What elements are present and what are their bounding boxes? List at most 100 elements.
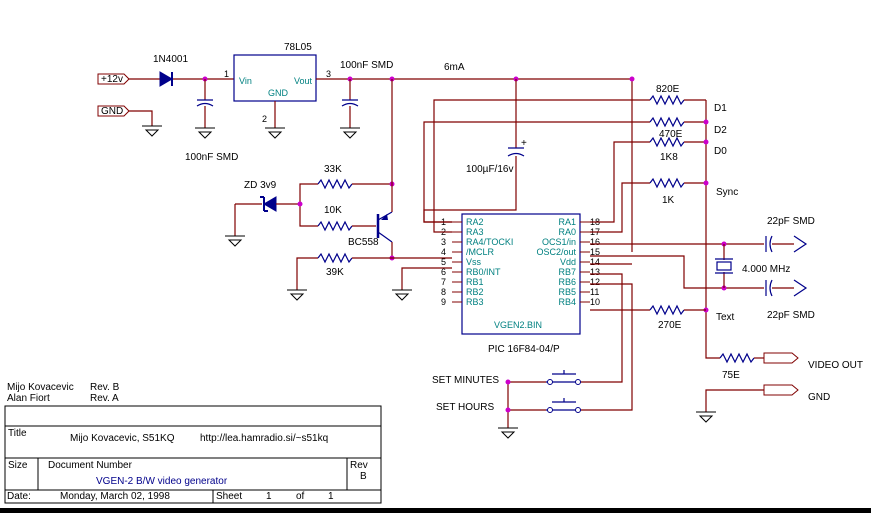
reg-pin3: 3 bbox=[326, 69, 331, 79]
chip-left-pin-name: RA3 bbox=[466, 227, 484, 237]
chip-left-pin-name: RB1 bbox=[466, 277, 484, 287]
tb-title-value: Mijo Kovacevic, S51KQ bbox=[70, 433, 175, 444]
gnd-port-label: GND bbox=[101, 106, 123, 117]
zener-diode bbox=[260, 196, 277, 212]
chip-left-pin-name: RB0/INT bbox=[466, 267, 501, 277]
chip-right-pin-num: 16 bbox=[590, 237, 600, 247]
chip-right-pin-name: RB4 bbox=[558, 297, 576, 307]
tb-rev-value: B bbox=[360, 471, 367, 482]
cap-x1-label: 22pF SMD bbox=[767, 216, 815, 227]
chip-right-pin-name: RB7 bbox=[558, 267, 576, 277]
chip-right-pin-name: Vdd bbox=[560, 257, 576, 267]
button-minutes bbox=[546, 370, 581, 385]
tb-title-label: Title bbox=[8, 428, 27, 439]
chip-right-pin-name: RA1 bbox=[558, 217, 576, 227]
chip-left-pin-num: 3 bbox=[441, 237, 446, 247]
cap-in-label: 100nF SMD bbox=[185, 152, 238, 163]
chip-left-pin-name: RB2 bbox=[466, 287, 484, 297]
transistor-label: BC558 bbox=[348, 237, 379, 248]
diode-1n4001 bbox=[159, 71, 173, 87]
zener-label: ZD 3v9 bbox=[244, 180, 277, 191]
chip-left-pin-num: 6 bbox=[441, 267, 446, 277]
chip-left-pin-name: /MCLR bbox=[466, 247, 495, 257]
chip-left-pin-num: 8 bbox=[441, 287, 446, 297]
chip-left-pin-num: 5 bbox=[441, 257, 446, 267]
regulator-78l05: Vin Vout GND bbox=[233, 54, 317, 102]
rev-author-2: Alan Fiort bbox=[7, 393, 50, 404]
chip-right-pin-name: OCS1/in bbox=[542, 237, 576, 247]
reg-vout-label: Vout bbox=[294, 76, 313, 86]
chip-right-pin-num: 13 bbox=[590, 267, 600, 277]
chip-right-pin-name: OSC2/out bbox=[536, 247, 576, 257]
chip-left-pin-name: RB3 bbox=[466, 297, 484, 307]
r75-label: 75E bbox=[722, 370, 740, 381]
reg-vin-label: Vin bbox=[239, 76, 252, 86]
reg-pin1: 1 bbox=[224, 69, 229, 79]
r820-label: 820E bbox=[656, 84, 680, 95]
r1k-label: 1K bbox=[662, 195, 675, 206]
tb-of-label: of bbox=[296, 491, 305, 502]
out-d1: D1 bbox=[714, 103, 727, 114]
r33k-label: 33K bbox=[324, 164, 342, 175]
chip-right-pin-name: RB6 bbox=[558, 277, 576, 287]
cap-out-label: 100nF SMD bbox=[340, 60, 393, 71]
chip-right-pin-num: 15 bbox=[590, 247, 600, 257]
tb-sheet-num: 1 bbox=[266, 491, 272, 502]
out-video: VIDEO OUT bbox=[808, 360, 863, 371]
r470-label: 470E bbox=[659, 129, 683, 140]
tb-rev-label: Rev bbox=[350, 460, 368, 471]
btn-hours-label: SET HOURS bbox=[436, 402, 494, 413]
tb-docnum-value: VGEN-2 B/W video generator bbox=[96, 476, 228, 487]
reg-gnd-label: GND bbox=[268, 88, 289, 98]
tb-docnum-label: Document Number bbox=[48, 460, 133, 471]
crystal bbox=[715, 258, 733, 274]
chip-left-pin-name: RA4/TOCKI bbox=[466, 237, 513, 247]
tb-sheet-label: Sheet bbox=[216, 491, 242, 502]
out-gnd: GND bbox=[808, 392, 830, 403]
chip-name: VGEN2.BIN bbox=[494, 320, 542, 330]
out-d2: D2 bbox=[714, 125, 727, 136]
chip-part: PIC 16F84-04/P bbox=[488, 344, 560, 355]
btn-minutes-label: SET MINUTES bbox=[432, 375, 499, 386]
svg-text:+: + bbox=[521, 138, 527, 149]
r270-label: 270E bbox=[658, 320, 682, 331]
chip-left-pin-num: 4 bbox=[441, 247, 446, 257]
rev-2: Rev. A bbox=[90, 393, 119, 404]
out-text: Text bbox=[716, 312, 735, 323]
cap-x2-label: 22pF SMD bbox=[767, 310, 815, 321]
rev-1: Rev. B bbox=[90, 382, 120, 393]
current-label: 6mA bbox=[444, 62, 465, 73]
transistor-bc558 bbox=[376, 211, 393, 243]
rev-author-1: Mijo Kovacevic bbox=[7, 382, 74, 393]
chip-left-pin-num: 7 bbox=[441, 277, 446, 287]
title-block: Title Mijo Kovacevic, S51KQ http://lea.h… bbox=[4, 405, 382, 504]
gnd-port-left: GND bbox=[97, 105, 130, 117]
button-hours bbox=[546, 398, 581, 413]
chip-left-pin-name: RA2 bbox=[466, 217, 484, 227]
tb-sheet-total: 1 bbox=[328, 491, 334, 502]
tb-size-label: Size bbox=[8, 460, 28, 471]
chip-right-pin-name: RA0 bbox=[558, 227, 576, 237]
cap-bulk-label: 100µF/16v bbox=[466, 164, 513, 175]
tb-date-label: Date: bbox=[7, 491, 31, 502]
crystal-label: 4.000 MHz bbox=[742, 264, 790, 275]
supply-port: +12v bbox=[97, 73, 130, 85]
chip-right-pin-num: 10 bbox=[590, 297, 600, 307]
chip-left-pin-num: 9 bbox=[441, 297, 446, 307]
diode-label: 1N4001 bbox=[153, 54, 188, 65]
r10k-label: 10K bbox=[324, 205, 342, 216]
chip-left-pin-name: Vss bbox=[466, 257, 482, 267]
chip-right-pin-num: 12 bbox=[590, 277, 600, 287]
supply-label: +12v bbox=[101, 74, 123, 85]
r1k8-label: 1K8 bbox=[660, 152, 678, 163]
tb-url: http://lea.hamradio.si/~s51kq bbox=[200, 433, 328, 444]
out-d0: D0 bbox=[714, 146, 727, 157]
r39k-label: 39K bbox=[326, 267, 344, 278]
chip-right-pin-name: RB5 bbox=[558, 287, 576, 297]
tb-date-value: Monday, March 02, 1998 bbox=[60, 491, 170, 502]
regulator-label: 78L05 bbox=[284, 42, 312, 53]
reg-pin2: 2 bbox=[262, 114, 267, 124]
